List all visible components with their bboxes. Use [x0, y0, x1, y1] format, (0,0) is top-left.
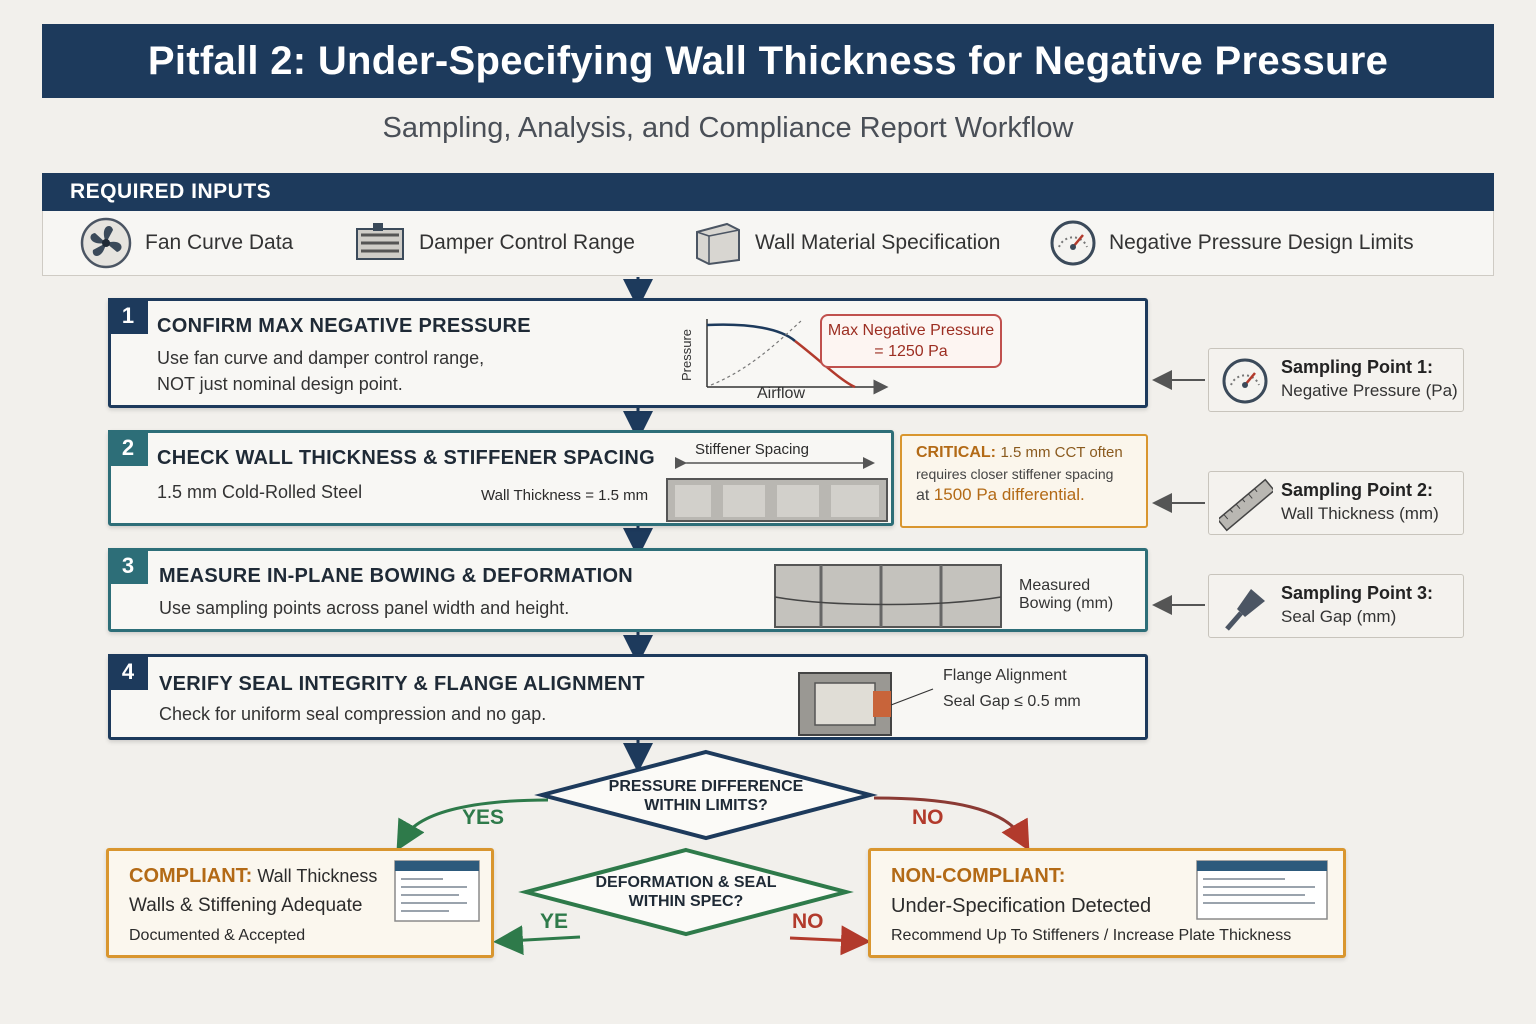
step-3-card: 3 MEASURE IN-PLANE BOWING & DEFORMATION …: [108, 548, 1148, 632]
input-label: Wall Material Specification: [755, 231, 1001, 254]
compliant-lead: COMPLIANT:: [129, 865, 253, 887]
critical-line: requires closer stiffener spacing: [916, 466, 1114, 482]
input-damper-range: Damper Control Range: [353, 211, 635, 275]
step-text: NOT just nominal design point.: [157, 374, 403, 394]
report-document-icon: [1196, 860, 1328, 920]
report-document-icon: [394, 860, 480, 922]
required-inputs-row: Fan Curve Data Damper Control Range Wall…: [42, 211, 1494, 276]
critical-line: at: [916, 487, 930, 504]
input-label: Negative Pressure Design Limits: [1109, 231, 1414, 254]
noncompliant-lead: NON-COMPLIANT:: [891, 865, 1066, 887]
step-title: CONFIRM MAX NEGATIVE PRESSURE: [157, 315, 531, 337]
fan-curve-graph: [706, 319, 889, 395]
sampling-point-title: Sampling Point 2:: [1281, 480, 1434, 500]
step-text: 1.5 mm Cold-Rolled Steel: [157, 482, 363, 502]
callout-line: = 1250 Pa: [874, 343, 948, 360]
critical-line: 1.5 mm CCT often: [1000, 444, 1123, 461]
critical-value: 1500 Pa differential.: [933, 485, 1085, 504]
sampling-point-sub: Negative Pressure (Pa): [1281, 381, 1458, 400]
stiffener-panel-figure: [666, 457, 888, 522]
damper-icon: [356, 223, 404, 260]
input-pressure-limits: Negative Pressure Design Limits: [1049, 211, 1414, 275]
graph-x-label: Airflow: [757, 385, 806, 402]
decision-2-text: DEFORMATION & SEAL WITHIN SPEC?: [546, 873, 826, 911]
page-title: Pitfall 2: Under-Specifying Wall Thickne…: [42, 24, 1494, 98]
gauge-icon: [1222, 358, 1268, 404]
decision-1-no-label: NO: [912, 806, 944, 829]
step-number: 2: [108, 430, 148, 466]
noncompliant-outcome: NON-COMPLIANT: Under-Specification Detec…: [868, 848, 1346, 958]
sampling-point-2: Sampling Point 2: Wall Thickness (mm): [1208, 471, 1464, 535]
fan-icon: [80, 217, 132, 269]
input-fan-curve: Fan Curve Data: [79, 211, 293, 275]
compliant-heading: COMPLIANT: Wall Thickness: [129, 865, 377, 888]
stiffener-spacing-label: Stiffener Spacing: [695, 441, 809, 458]
decision-diamond-1: [534, 749, 878, 841]
compliant-line: Documented & Accepted: [129, 927, 306, 944]
step-number: 1: [108, 298, 148, 334]
sampling-point-sub: Seal Gap (mm): [1281, 607, 1397, 626]
callout-line: Max Negative Pressure: [827, 322, 995, 339]
bowing-label: Measured Bowing (mm): [1019, 577, 1113, 613]
decision-line: PRESSURE DIFFERENCE: [608, 778, 804, 795]
flange-alignment-label: Flange Alignment: [943, 667, 1067, 684]
decision-2-yes-label: YE: [540, 910, 569, 933]
bowing-label-line: Measured: [1019, 577, 1091, 594]
step-title: VERIFY SEAL INTEGRITY & FLANGE ALIGNMENT: [159, 673, 645, 695]
required-inputs-header: REQUIRED INPUTS: [42, 173, 1494, 211]
step-number: 4: [108, 654, 148, 690]
compliant-line: Wall Thickness: [257, 866, 378, 886]
noncompliant-line: Recommend Up To Stiffeners / Increase Pl…: [891, 927, 1292, 944]
step-4-card: 4 VERIFY SEAL INTEGRITY & FLANGE ALIGNME…: [108, 654, 1148, 740]
decision-1-text: PRESSURE DIFFERENCE WITHIN LIMITS?: [566, 777, 846, 815]
ruler-icon: [1219, 478, 1273, 532]
bowing-label-line: Bowing (mm): [1019, 595, 1114, 612]
compliant-outcome: COMPLIANT: Wall Thickness Walls & Stiffe…: [106, 848, 494, 958]
feeler-gauge-icon: [1225, 589, 1265, 631]
decision-diamond-2: [518, 847, 854, 937]
flange-seal-figure: [798, 672, 934, 736]
step-text: Use fan curve and damper control range,: [157, 348, 485, 368]
sampling-point-3: Sampling Point 3: Seal Gap (mm): [1208, 574, 1464, 638]
compliant-line: Walls & Stiffening Adequate: [129, 895, 363, 916]
step-2-card: 2 CHECK WALL THICKNESS & STIFFENER SPACI…: [108, 430, 894, 526]
graph-y-label: Pressure: [679, 328, 694, 381]
sampling-point-title: Sampling Point 1:: [1281, 357, 1434, 377]
sampling-point-title: Sampling Point 3:: [1281, 583, 1434, 603]
critical-lead: CRITICAL:: [916, 444, 996, 461]
decision-1-yes-label: YES: [462, 806, 505, 829]
noncompliant-line: Under-Specification Detected: [891, 895, 1152, 917]
bowing-panel-figure: [774, 564, 1002, 628]
decision-2-no-label: NO: [792, 910, 824, 933]
step-title: CHECK WALL THICKNESS & STIFFENER SPACING: [157, 447, 655, 469]
step-title: MEASURE IN-PLANE BOWING & DEFORMATION: [159, 565, 634, 587]
step-number: 3: [108, 548, 148, 584]
decision-line: DEFORMATION & SEAL: [595, 874, 777, 891]
wall-thickness-label: Wall Thickness = 1.5 mm: [481, 487, 649, 504]
gauge-icon: [1050, 220, 1096, 266]
step-text: Check for uniform seal compression and n…: [159, 704, 547, 724]
input-wall-material: Wall Material Specification: [693, 211, 1000, 275]
decision-line: WITHIN LIMITS?: [644, 797, 768, 814]
wall-panel-icon: [696, 222, 740, 266]
page-subtitle: Sampling, Analysis, and Compliance Repor…: [382, 112, 1074, 144]
sampling-point-1: Sampling Point 1: Negative Pressure (Pa): [1208, 348, 1464, 412]
sampling-point-sub: Wall Thickness (mm): [1281, 504, 1439, 523]
decision-line: WITHIN SPEC?: [628, 893, 744, 910]
input-label: Fan Curve Data: [145, 231, 294, 254]
critical-note: CRITICAL: 1.5 mm CCT often requires clos…: [900, 434, 1148, 528]
step-text: Use sampling points across panel width a…: [159, 598, 570, 618]
seal-gap-label: Seal Gap ≤ 0.5 mm: [943, 693, 1081, 710]
max-pressure-callout: Max Negative Pressure = 1250 Pa: [820, 314, 1002, 368]
input-label: Damper Control Range: [419, 231, 635, 254]
